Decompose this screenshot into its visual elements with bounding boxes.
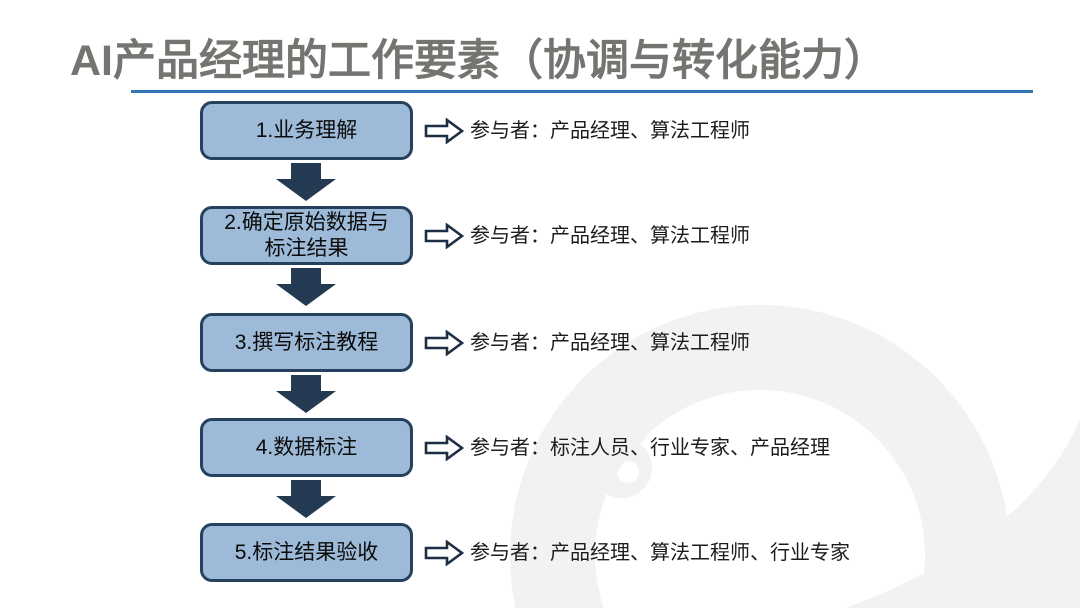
right-hollow-arrow-icon [424, 330, 464, 356]
down-arrow-icon [276, 480, 336, 518]
flow-step-box-2: 2.确定原始数据与 标注结果 [200, 206, 413, 265]
down-arrow-icon [276, 163, 336, 201]
right-hollow-arrow-icon [424, 435, 464, 461]
participants-text: 参与者：产品经理、算法工程师 [470, 225, 750, 247]
flow-step-box-5: 5.标注结果验收 [200, 523, 413, 582]
right-hollow-arrow-icon [424, 540, 464, 566]
right-hollow-arrow-icon [424, 223, 464, 249]
title-underline [131, 90, 1033, 93]
participants-text: 参与者：产品经理、算法工程师、行业专家 [470, 542, 850, 564]
flow-step-box-3: 3.撰写标注教程 [200, 313, 413, 372]
flow-step-box-4: 4.数据标注 [200, 418, 413, 477]
down-arrow-icon [276, 268, 336, 306]
participants-text: 参与者：产品经理、算法工程师 [470, 120, 750, 142]
flow-step-label: 2.确定原始数据与 标注结果 [224, 211, 389, 260]
flow-step-label: 3.撰写标注教程 [234, 330, 379, 354]
flow-step-box-1: 1.业务理解 [200, 101, 413, 160]
page-title: AI产品经理的工作要素（协调与转化能力） [70, 37, 887, 85]
participants-text: 参与者：产品经理、算法工程师 [470, 332, 750, 354]
flow-step-label: 4.数据标注 [255, 435, 358, 459]
flow-step-label: 1.业务理解 [255, 118, 358, 142]
right-hollow-arrow-icon [424, 118, 464, 144]
down-arrow-icon [276, 375, 336, 413]
flow-step-label: 5.标注结果验收 [234, 540, 379, 564]
participants-text: 参与者：标注人员、行业专家、产品经理 [470, 437, 830, 459]
